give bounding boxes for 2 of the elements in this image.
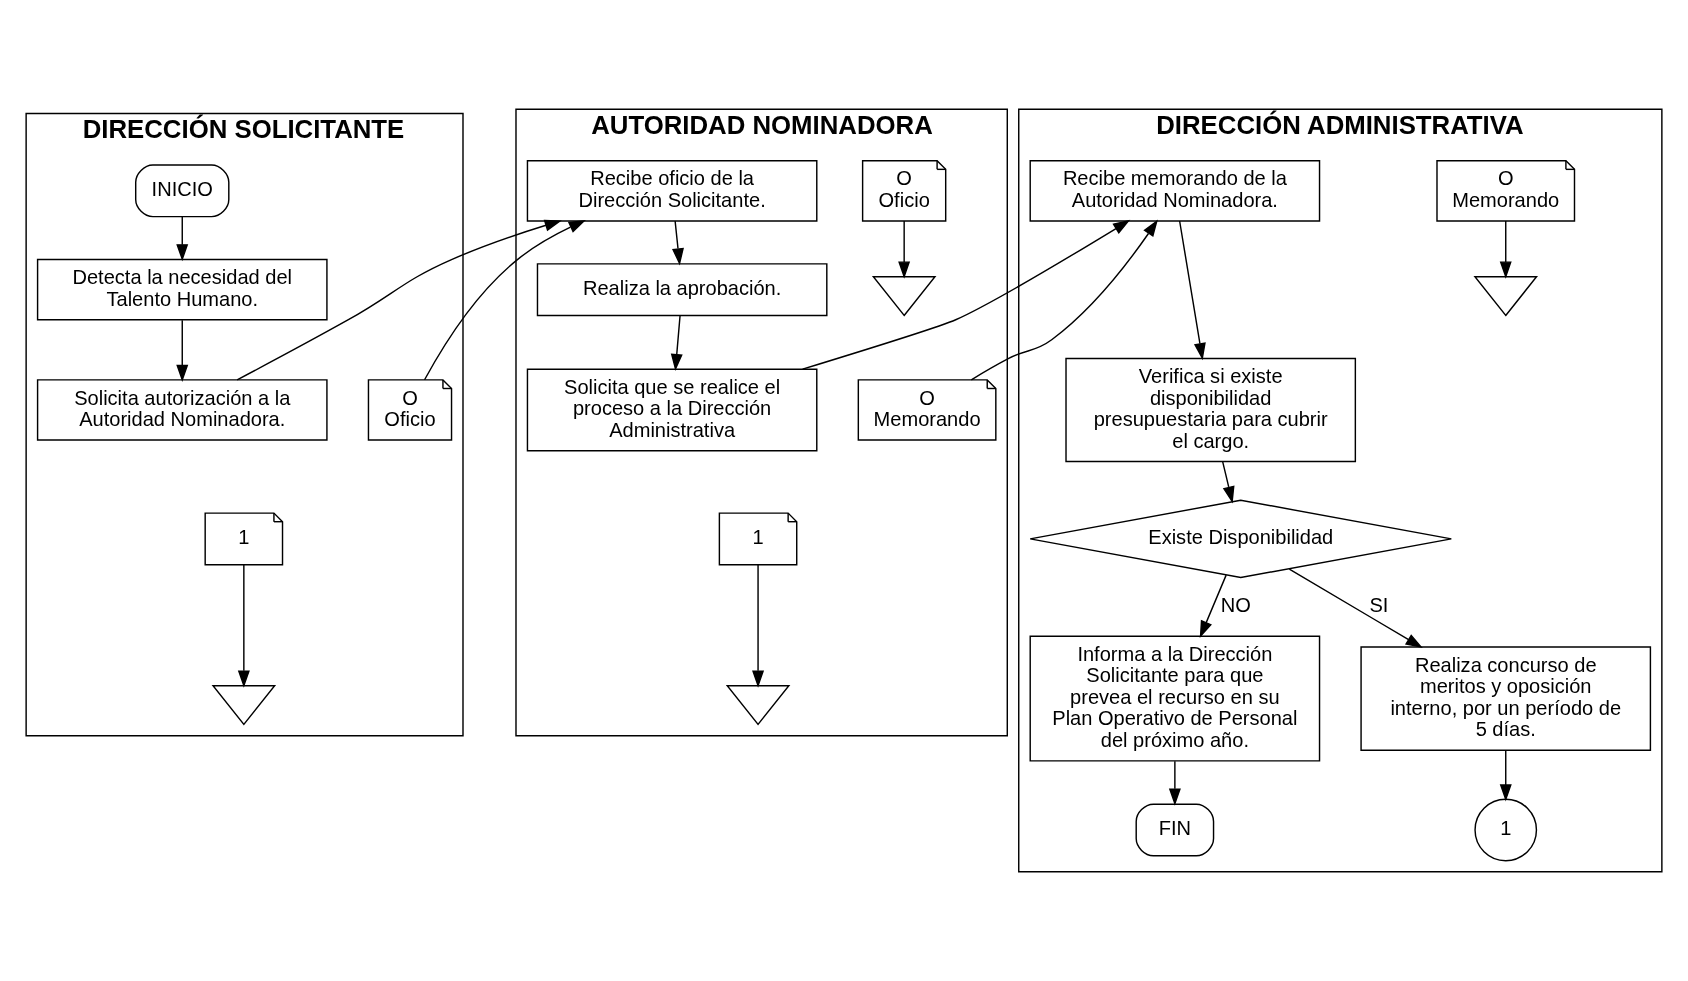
edge-label: SI bbox=[1369, 594, 1389, 617]
edge-label: NO bbox=[1220, 594, 1251, 617]
